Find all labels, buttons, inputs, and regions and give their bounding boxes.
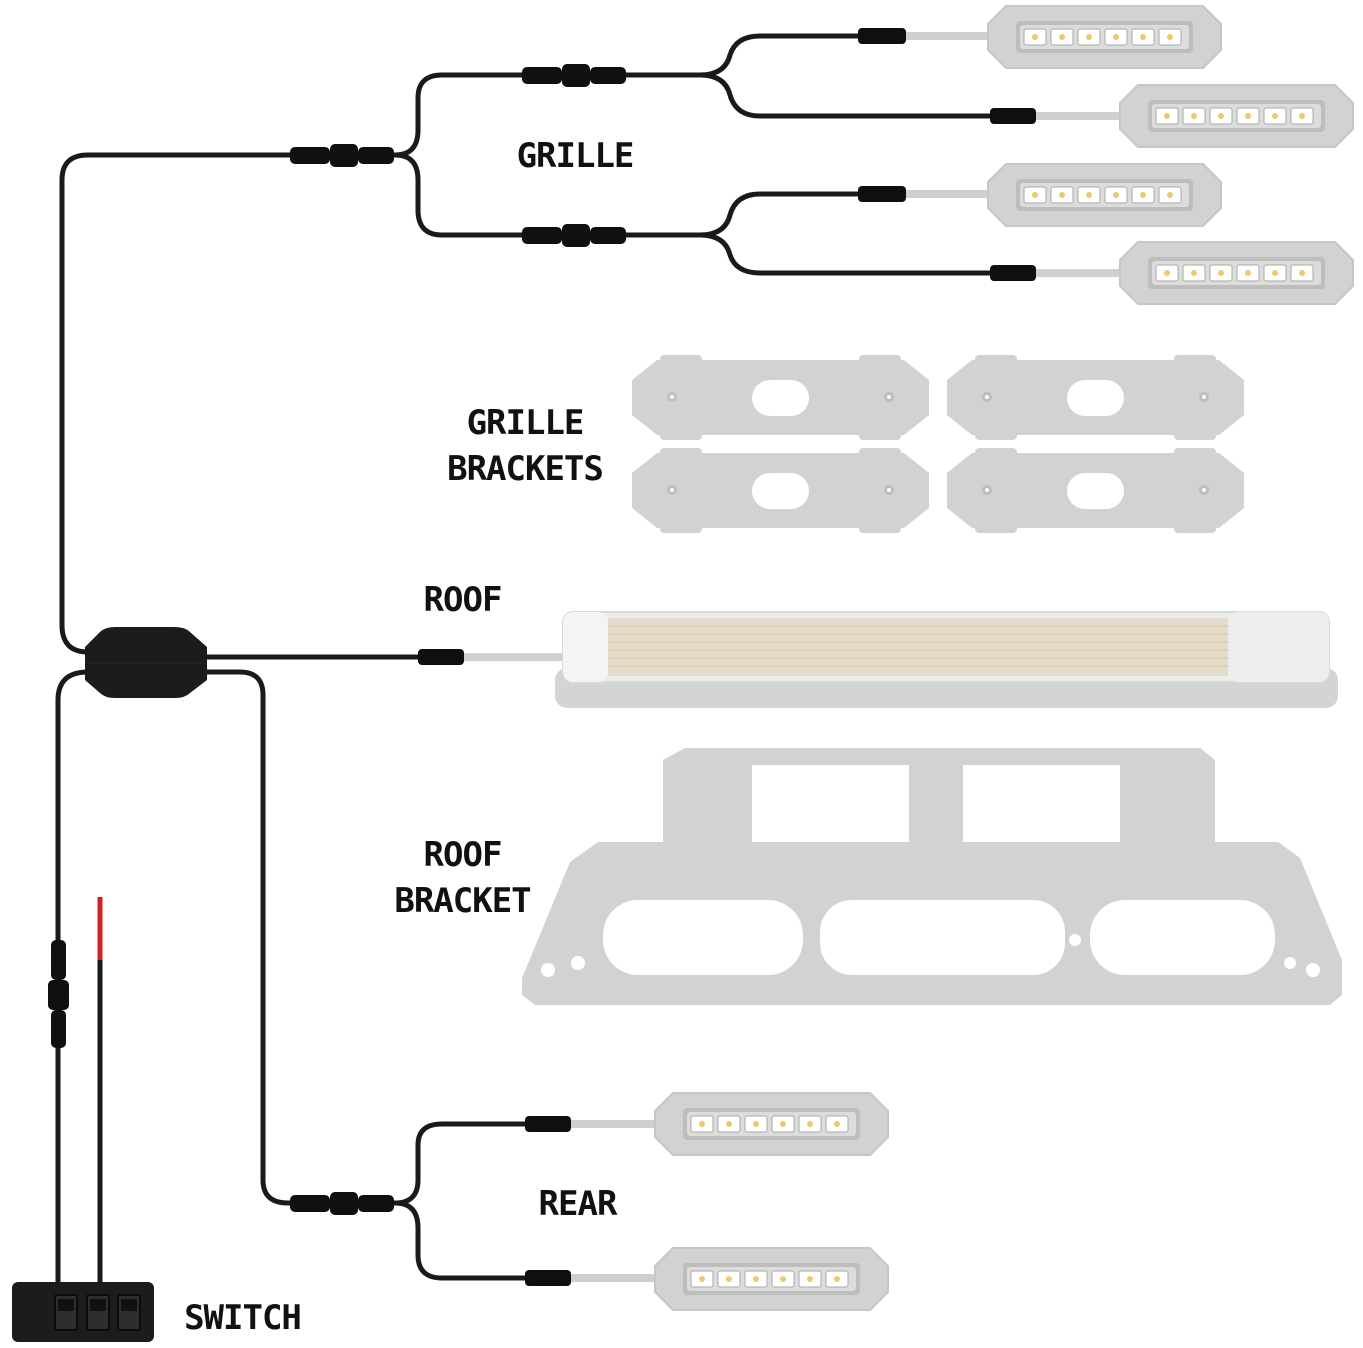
grille-light-4-wire bbox=[697, 232, 993, 276]
grille-bracket-1 bbox=[632, 355, 929, 440]
rear-light-1-wire bbox=[392, 1121, 528, 1206]
grille-light-2-wire bbox=[697, 72, 993, 119]
connectors bbox=[48, 28, 1036, 1286]
roof-bracket-label: ROOF BRACKET bbox=[385, 832, 540, 924]
rear-trunk-wire bbox=[202, 669, 398, 1206]
light-pigtails bbox=[458, 32, 1126, 1282]
grille-label-text: GRILLE bbox=[516, 136, 635, 176]
hub-control-box bbox=[85, 627, 207, 698]
connector bbox=[562, 64, 590, 87]
rear-light-pod-2 bbox=[654, 1247, 889, 1311]
grille-light-pod-1 bbox=[987, 5, 1222, 69]
roof-light-bar bbox=[555, 611, 1338, 708]
grille-light-3-wire bbox=[697, 191, 863, 238]
rear-light-pod-1 bbox=[654, 1092, 889, 1156]
switch-harness-wire bbox=[55, 669, 91, 1293]
grille-light-pod-3 bbox=[987, 163, 1222, 227]
grille-light-1-wire bbox=[697, 33, 863, 78]
switch-panel bbox=[12, 1282, 154, 1342]
grille-light-pod-4 bbox=[1119, 241, 1354, 305]
grille-bracket-3 bbox=[632, 448, 929, 533]
switch-label-text: SWITCH bbox=[184, 1298, 302, 1338]
connector bbox=[522, 67, 562, 84]
connector bbox=[522, 227, 562, 244]
grille-brackets-label-line-1: GRILLE bbox=[466, 403, 585, 443]
rear-light-2-wire bbox=[392, 1200, 528, 1281]
grille-light-pod-2 bbox=[1119, 84, 1354, 148]
grille-brackets-label-line-2: BRACKETS bbox=[447, 449, 604, 489]
connector bbox=[590, 227, 626, 244]
roof-bracket-label-line-2: BRACKET bbox=[394, 881, 531, 921]
grille-upper-branch-wire bbox=[392, 72, 703, 158]
switch-label: SWITCH bbox=[175, 1295, 310, 1341]
rear-label: REAR bbox=[525, 1181, 630, 1227]
roof-label-text: ROOF bbox=[423, 580, 503, 620]
connector bbox=[358, 147, 394, 164]
grille-label: GRILLE bbox=[505, 133, 645, 179]
roof-bracket-label-line-1: ROOF bbox=[423, 835, 503, 875]
connector bbox=[562, 224, 590, 247]
grille-trunk-wire bbox=[59, 152, 398, 655]
connector bbox=[330, 144, 358, 167]
rear-label-text: REAR bbox=[538, 1184, 618, 1224]
grille-lower-branch-wire bbox=[392, 152, 703, 238]
wire-harness bbox=[55, 33, 993, 1293]
connector bbox=[290, 147, 330, 164]
connector bbox=[590, 67, 626, 84]
grille-brackets-label: GRILLE BRACKETS bbox=[430, 400, 620, 492]
grille-bracket-4 bbox=[947, 448, 1244, 533]
roof-label: ROOF bbox=[410, 577, 515, 623]
grille-bracket-2 bbox=[947, 355, 1244, 440]
roof-bracket bbox=[522, 748, 1342, 1005]
